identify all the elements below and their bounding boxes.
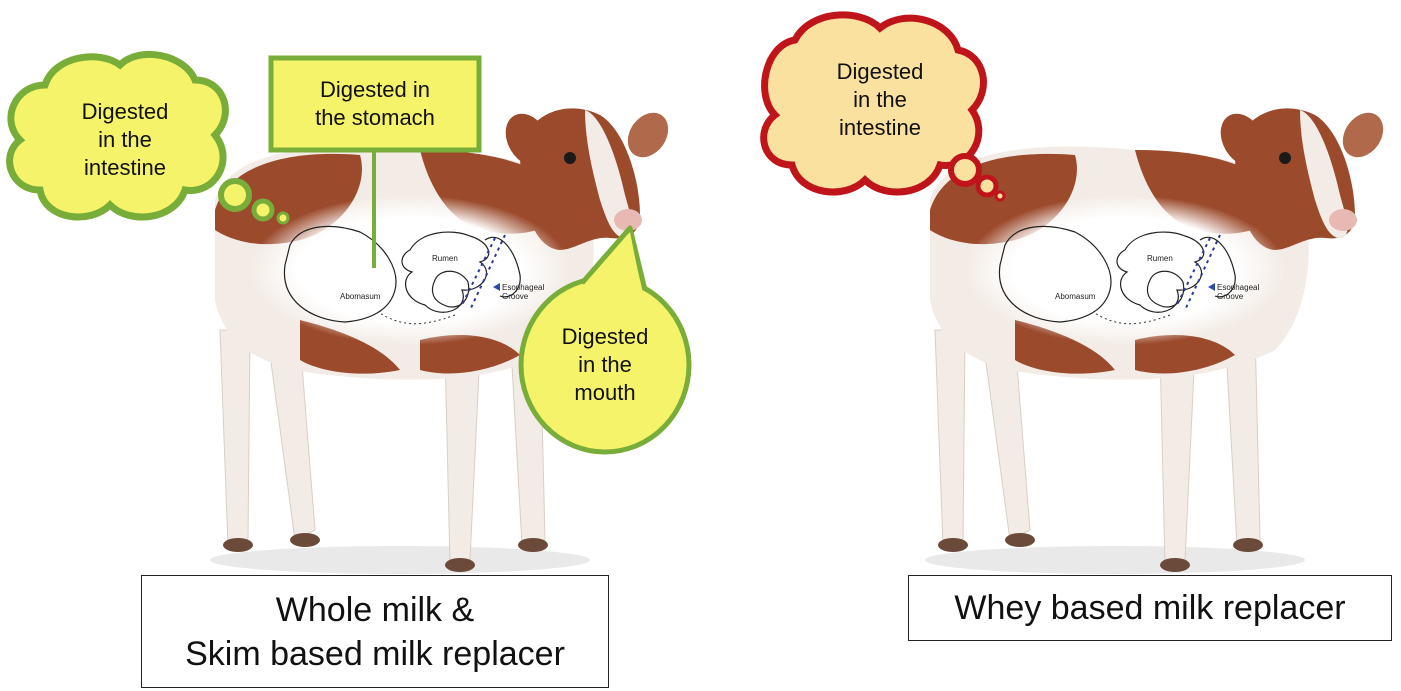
left-panel: Digested in the intestine Digested in th… (0, 0, 700, 691)
mouth-bubble-text: Digested in the mouth (540, 310, 670, 420)
right-panel: Digested in the intestine Rumen Abomasum… (700, 0, 1401, 691)
stomach-diagram-background (250, 195, 570, 345)
right-caption: Whey based milk replacer (908, 575, 1392, 641)
calf-nose (1329, 209, 1357, 231)
abomasum-label: Abomasum (1055, 292, 1095, 301)
esophageal-groove-label: Esophageal Groove (1217, 283, 1259, 301)
calf-eye (1279, 152, 1291, 164)
right-cloud-text: Digested in the intestine (790, 40, 970, 160)
stomach-box-text: Digested in the stomach (272, 60, 478, 148)
left-caption: Whole milk & Skim based milk replacer (141, 575, 609, 688)
rumen-label: Rumen (432, 254, 458, 263)
stomach-diagram-background (965, 195, 1285, 345)
rumen-label: Rumen (1147, 254, 1173, 263)
left-cloud-text: Digested in the intestine (40, 80, 210, 200)
abomasum-label: Abomasum (340, 292, 380, 301)
esophageal-groove-label: Esophageal Groove (502, 283, 544, 301)
calf-eye (564, 152, 576, 164)
